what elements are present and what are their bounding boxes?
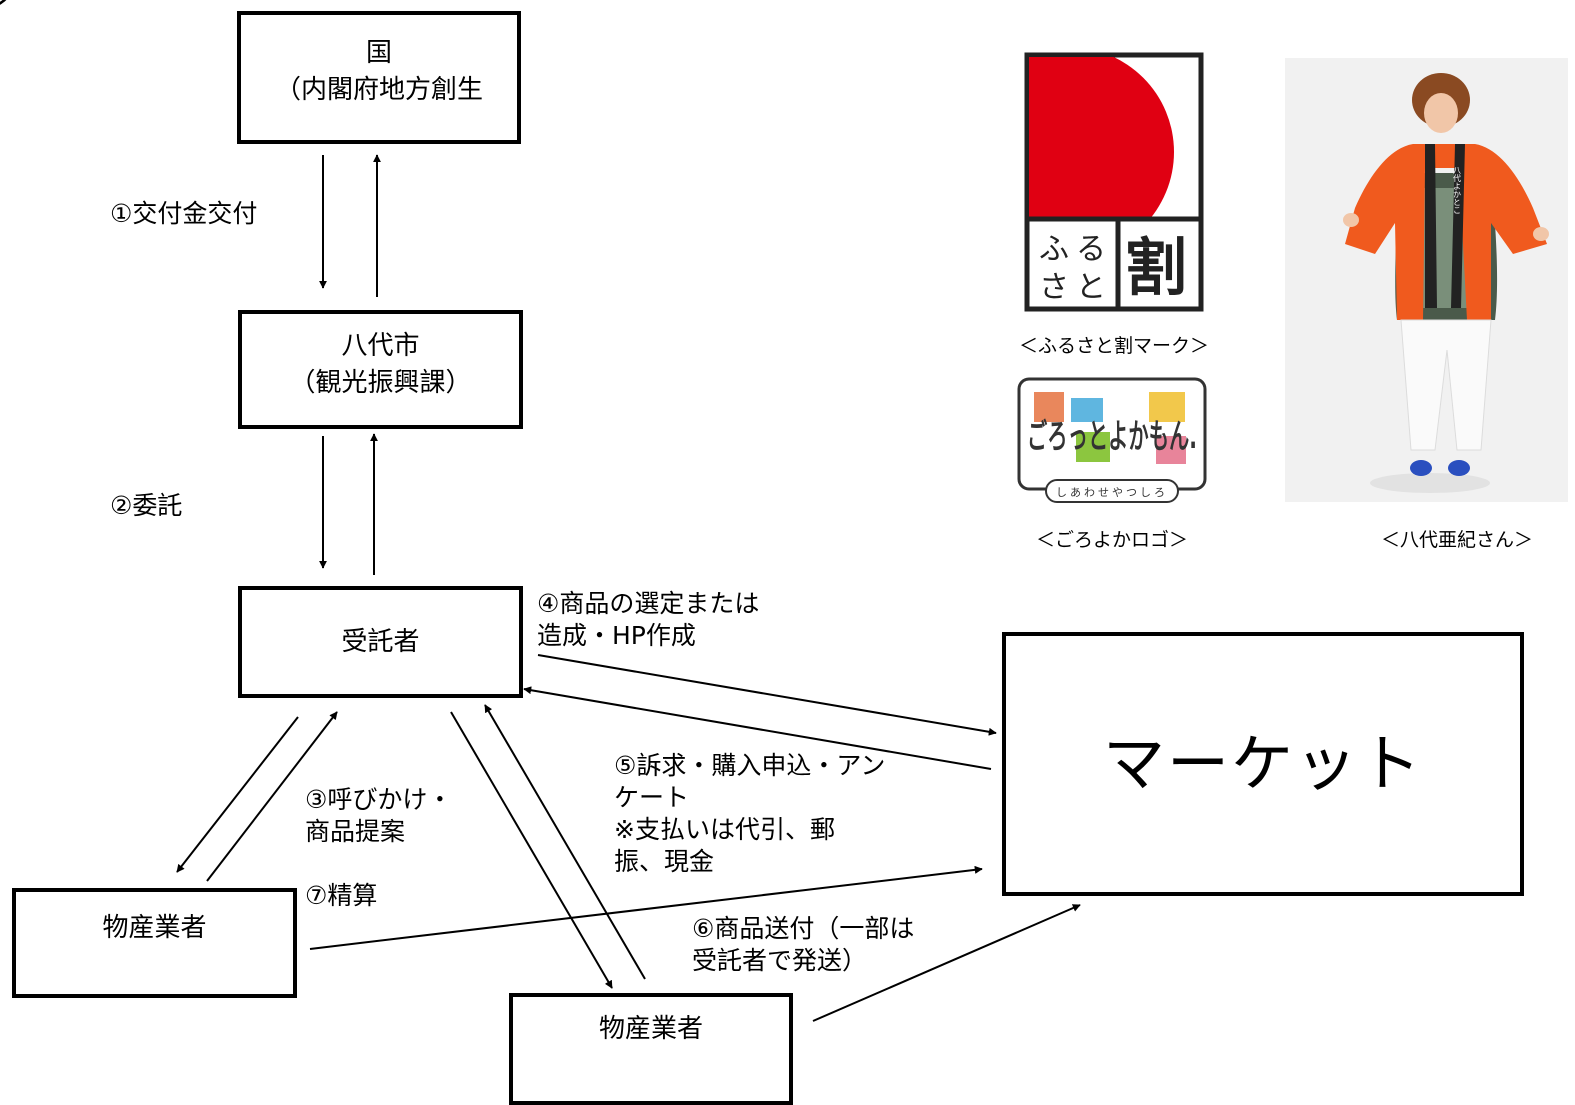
box-vendor-bottom-label: 物産業者 bbox=[598, 1014, 703, 1044]
label-step5: ⑤訴求・購入申込・アン ケート ※支払いは代引、郵 振、現金 bbox=[614, 751, 886, 876]
goro-main-text: ごろっとよかもん. bbox=[1027, 417, 1197, 457]
label-step6: ⑥商品送付（一部は 受託者で発送） bbox=[692, 914, 915, 975]
face bbox=[1424, 93, 1458, 133]
arrow-vendor-left-to-market bbox=[309, 865, 983, 950]
box-contractor: 受託者 bbox=[238, 586, 523, 698]
happi-coat bbox=[1345, 144, 1547, 320]
arrow-vendor-left-to-contractor bbox=[206, 711, 338, 882]
furusato-char-2: る bbox=[1076, 232, 1106, 267]
box-kuni-line2: （内閣府地方創生 bbox=[274, 75, 483, 105]
arrow-contractor-to-vendor-bottom bbox=[450, 711, 613, 989]
goro-block-yellow bbox=[1149, 392, 1185, 422]
goro-block-green bbox=[1076, 432, 1110, 462]
arrow-market-to-contractor bbox=[523, 686, 992, 770]
sun-circle bbox=[1029, 57, 1174, 217]
arrow-vendor-bottom-to-contractor bbox=[484, 704, 646, 980]
goro-yoka-logo: ごろっとよかもん. しあわせやつしろ bbox=[1017, 377, 1207, 503]
sash bbox=[1425, 144, 1465, 308]
caption-furusato: ＜ふるさと割マーク＞ bbox=[1018, 335, 1209, 357]
arrow-vendor-bottom-to-market bbox=[812, 904, 1081, 1022]
box-market: マーケット bbox=[1002, 632, 1524, 896]
furusato-char-wari: 割 bbox=[1125, 231, 1187, 304]
box-kuni-line1: 国 bbox=[365, 38, 392, 68]
goro-tagline: しあわせやつしろ bbox=[1056, 486, 1168, 499]
goro-block-blue bbox=[1071, 398, 1103, 422]
box-yatsushiro-line1: 八代市 bbox=[341, 331, 420, 361]
goro-block-pink bbox=[1156, 436, 1186, 464]
furusato-char-3: さ bbox=[1039, 270, 1069, 305]
label-step4: ④商品の選定または 造成・HP作成 bbox=[537, 589, 760, 650]
caption-goro: ＜ごろよかロゴ＞ bbox=[1035, 529, 1188, 551]
white-pants bbox=[1400, 319, 1492, 451]
furusato-char-4: と bbox=[1076, 270, 1106, 305]
box-yatsushiro: 八代市 （観光振興課） bbox=[238, 310, 523, 429]
box-market-label: マーケット bbox=[1102, 727, 1423, 800]
label-step1: ①交付金交付 bbox=[110, 199, 258, 228]
box-contractor-label: 受託者 bbox=[341, 626, 420, 657]
yashiro-aki-photo: 八代よかとこ bbox=[1285, 58, 1568, 502]
label-step3: ③呼びかけ・ 商品提案 bbox=[305, 785, 453, 846]
goro-block-orange bbox=[1034, 392, 1064, 422]
box-vendor-bottom: 物産業者 bbox=[509, 993, 793, 1105]
label-step2: ②委託 bbox=[110, 491, 183, 520]
box-yatsushiro-line2: （観光振興課） bbox=[289, 368, 472, 398]
label-step7: ⑦精算 bbox=[305, 881, 378, 910]
arrow-contractor-to-market bbox=[537, 654, 997, 736]
box-vendor-left-label: 物産業者 bbox=[102, 913, 207, 943]
arrow-contractor-to-vendor-left bbox=[176, 716, 299, 873]
sash-text: 八代よかとこ bbox=[1453, 166, 1462, 214]
furusato-char-1: ふ bbox=[1039, 232, 1069, 267]
box-kuni: 国 （内閣府地方創生 bbox=[237, 11, 521, 144]
caption-photo: ＜八代亜紀さん＞ bbox=[1380, 529, 1533, 551]
furusato-wari-logo: ふ る さ と 割 bbox=[1024, 52, 1204, 312]
box-vendor-left: 物産業者 bbox=[12, 888, 297, 998]
title-fragment: ン bbox=[0, 0, 14, 16]
